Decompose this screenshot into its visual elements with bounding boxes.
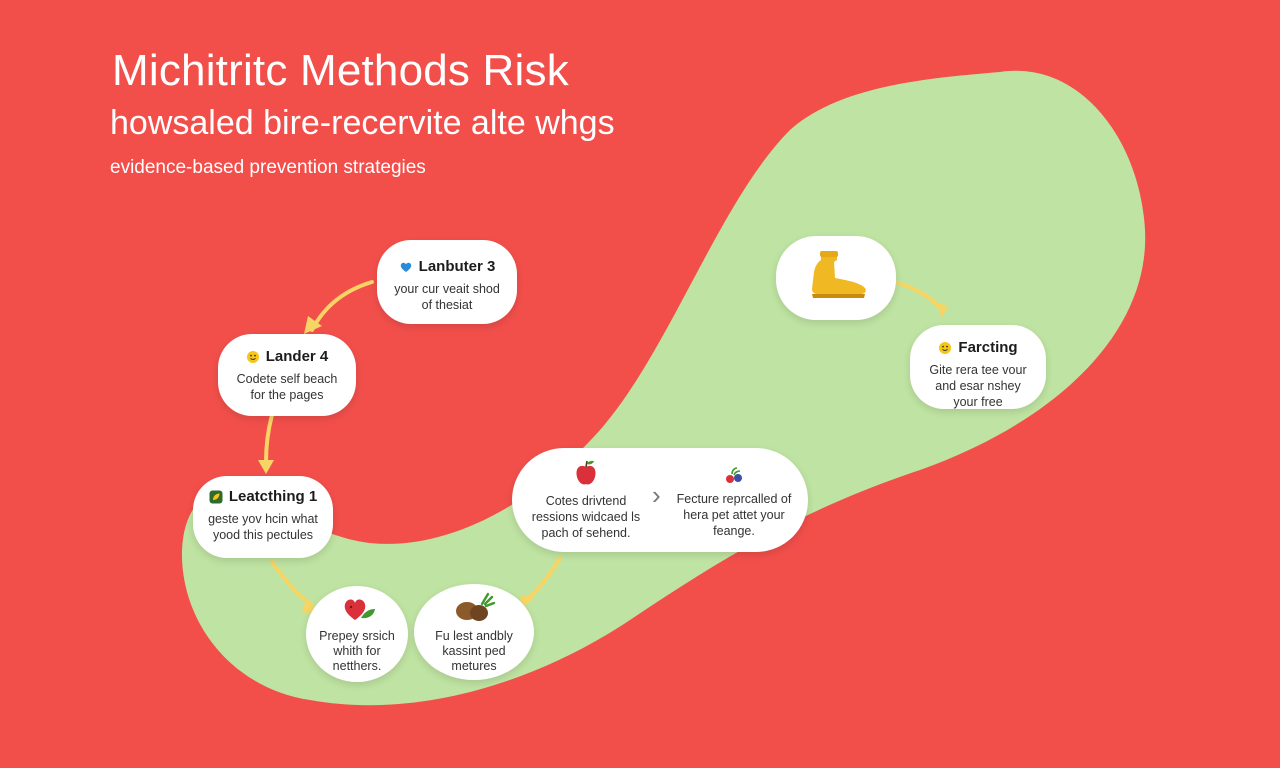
node-description: Fecture reprcalled of hera pet attet you… — [676, 492, 792, 538]
smiley-icon — [938, 341, 952, 355]
node-leatcthing-1: Leatcthing 1 geste yov hcin what yood th… — [193, 476, 333, 558]
leaf-badge-icon — [209, 490, 223, 504]
node-description: Codete self beach for the pages — [236, 372, 338, 402]
node-boot — [776, 236, 896, 320]
node-lander-4: Lander 4 Codete self beach for the pages — [218, 334, 356, 416]
node-cotes-fecture: Cotes drivtend ressions widcaed ls pach … — [512, 448, 808, 552]
heart-leaf-icon — [337, 594, 377, 624]
node-description: Cotes drivtend ressions widcaed ls pach … — [531, 494, 641, 540]
page-title: Michitritc Methods Risk — [112, 46, 569, 95]
boot-icon — [801, 248, 871, 306]
node-description: Fu lest andbly kassint ped metures — [435, 629, 513, 673]
node-description: geste yov hcin what yood this pectules — [208, 512, 318, 542]
page-tagline: evidence-based prevention strategies — [110, 157, 426, 178]
page-subtitle: howsaled bire-recervite alte whgs — [110, 104, 615, 142]
heart-icon — [399, 260, 413, 274]
node-farcting: Farcting Gite rera tee vour and esar nsh… — [910, 325, 1046, 409]
berries-icon — [723, 466, 745, 486]
smiley-icon — [246, 350, 260, 364]
node-description: Prepey srsich whith for netthers. — [319, 629, 395, 673]
node-title: Leatcthing 1 — [228, 488, 318, 505]
node-ful-lest: Fu lest andbly kassint ped metures — [414, 584, 534, 680]
node-fecture: Fecture reprcalled of hera pet attet you… — [660, 448, 808, 552]
node-title: Lander 4 — [265, 348, 329, 365]
node-description: Gite rera tee vour and esar nshey your f… — [929, 363, 1027, 409]
node-prepey: Prepey srsich whith for netthers. — [306, 586, 408, 682]
chevron-right-icon: › — [652, 480, 661, 510]
node-title: Farcting — [958, 339, 1018, 356]
apple-icon — [573, 458, 599, 488]
node-lanbuter-3: Lanbuter 3 your cur veait shod of thesia… — [377, 240, 517, 324]
node-cotes: Cotes drivtend ressions widcaed ls pach … — [512, 448, 660, 552]
nuts-icon — [452, 592, 496, 624]
node-title: Lanbuter 3 — [418, 258, 496, 275]
node-description: your cur veait shod of thesiat — [394, 282, 500, 312]
